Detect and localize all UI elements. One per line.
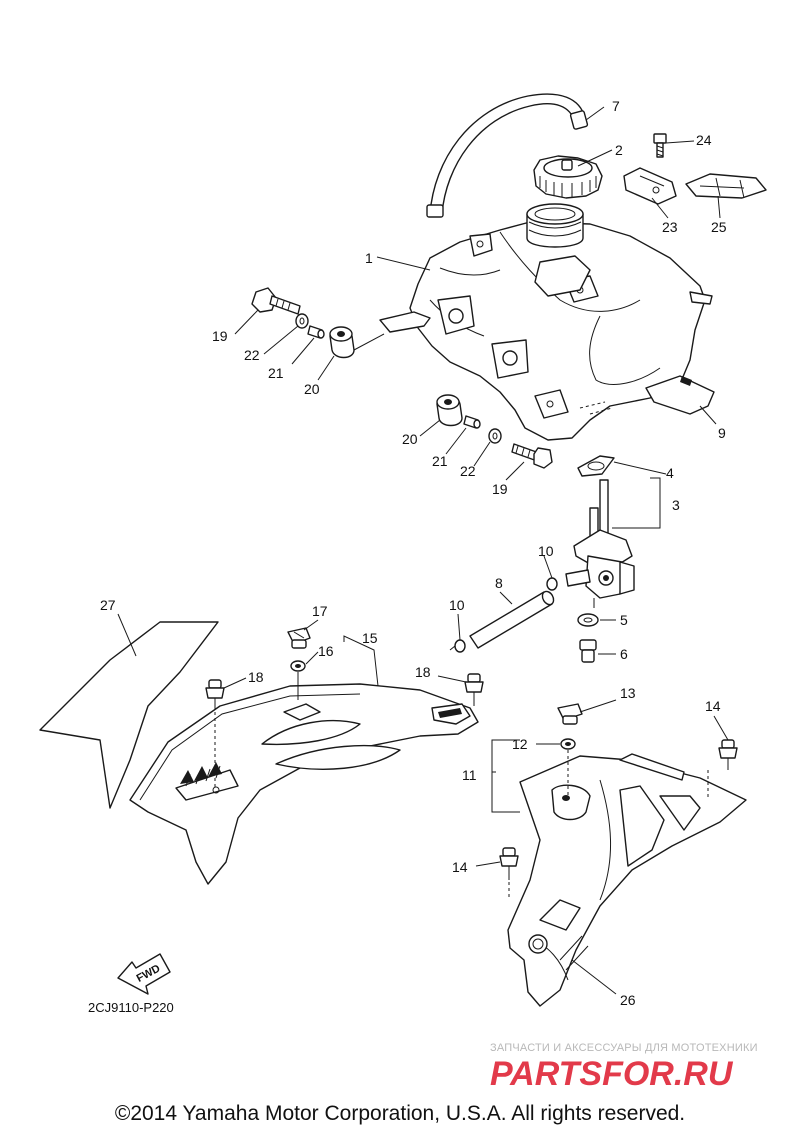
part-23-bracket[interactable]	[623, 167, 677, 205]
part-12-collar[interactable]	[560, 738, 576, 796]
part-15-side-cover[interactable]	[129, 683, 479, 885]
callout-21-upper: 21	[268, 365, 284, 381]
part-10-clip-upper[interactable]	[546, 577, 558, 591]
part-8-fuel-hose[interactable]	[469, 589, 556, 649]
part-21-collar-lower[interactable]	[463, 415, 481, 429]
callout-14-right: 14	[705, 698, 721, 714]
callout-22-lower: 22	[460, 463, 476, 479]
callout-20-lower: 20	[402, 431, 418, 447]
callout-21-lower: 21	[432, 453, 448, 469]
callout-11: 11	[462, 767, 477, 783]
part-10-clip-lower[interactable]	[449, 639, 466, 653]
callout-10-lower: 10	[449, 597, 465, 613]
part-20-damper-lower[interactable]	[436, 394, 463, 427]
callout-7: 7	[612, 98, 620, 114]
part-3-fuel-cock[interactable]	[565, 479, 635, 608]
part-6-drain-screw[interactable]	[579, 639, 597, 663]
drawing-code: 2CJ9110-P220	[88, 1000, 174, 1015]
callout-19-lower: 19	[492, 481, 508, 497]
part-7-vent-hose[interactable]	[426, 93, 589, 218]
fwd-arrow-icon: FWD	[117, 953, 171, 995]
callout-22-upper: 22	[244, 347, 260, 363]
part-14-rivet-left[interactable]	[499, 847, 519, 900]
callout-17: 17	[312, 603, 328, 619]
part-14-rivet-right[interactable]	[718, 739, 738, 770]
callout-19-upper: 19	[212, 328, 228, 344]
callout-18-right: 18	[415, 664, 431, 680]
part-17-screw[interactable]	[287, 627, 311, 649]
callout-25: 25	[711, 219, 727, 235]
part-4-gasket[interactable]	[577, 455, 615, 477]
callout-20-upper: 20	[304, 381, 320, 397]
part-18-rivet-right[interactable]	[464, 673, 484, 706]
callout-16: 16	[318, 643, 334, 659]
callout-13: 13	[620, 685, 636, 701]
part-20-damper-upper[interactable]	[329, 326, 355, 359]
part-24-bolt[interactable]	[653, 133, 667, 158]
part-18-rivet-left[interactable]	[205, 679, 225, 790]
watermark-tagline: ЗАПЧАСТИ И АКСЕССУАРЫ ДЛЯ МОТОТЕХНИКИ	[490, 1042, 758, 1054]
part-9-damper[interactable]	[645, 375, 715, 415]
part-26-side-cover-right[interactable]	[507, 753, 747, 1007]
part-22-washer-upper[interactable]	[295, 313, 309, 329]
part-27-cover[interactable]	[39, 621, 219, 809]
part-13-screw[interactable]	[557, 703, 583, 725]
callout-18-left: 18	[248, 669, 264, 685]
callout-3: 3	[672, 497, 680, 513]
callout-10-upper: 10	[538, 543, 554, 559]
watermark-logo-text: PARTSFOR.RU	[490, 1055, 734, 1091]
callout-4: 4	[666, 465, 674, 481]
callout-1: 1	[365, 250, 373, 266]
part-25-rear-bracket[interactable]	[685, 173, 767, 199]
callouts: 1 2 3 4 5 6 7 8 9 10 10 11 12 13 14 14 1…	[88, 98, 727, 1015]
callout-24: 24	[696, 132, 712, 148]
callout-14-left: 14	[452, 859, 468, 875]
callout-12: 12	[512, 736, 528, 752]
leader-lines	[117, 106, 729, 995]
callout-6: 6	[620, 646, 628, 662]
callout-23: 23	[662, 219, 678, 235]
callout-9: 9	[718, 425, 726, 441]
callout-8: 8	[495, 575, 503, 591]
part-21-collar-upper[interactable]	[307, 325, 325, 339]
watermark-logo: PARTSFOR.RU	[490, 1055, 734, 1091]
copyright-notice: ©2014 Yamaha Motor Corporation, U.S.A. A…	[114, 1102, 686, 1125]
part-19-bolt-lower[interactable]	[511, 443, 553, 469]
part-22-washer-lower[interactable]	[488, 428, 502, 444]
part-16-collar[interactable]	[290, 660, 306, 700]
callout-26: 26	[620, 992, 636, 1008]
callout-2: 2	[615, 142, 623, 158]
callout-5: 5	[620, 612, 628, 628]
callout-15: 15	[362, 630, 378, 646]
callout-27: 27	[100, 597, 116, 613]
part-1-fuel-tank[interactable]	[379, 203, 713, 441]
part-5-washer[interactable]	[577, 613, 599, 627]
part-19-bolt-upper[interactable]	[251, 287, 301, 315]
part-2-fuel-cap[interactable]	[533, 155, 603, 199]
